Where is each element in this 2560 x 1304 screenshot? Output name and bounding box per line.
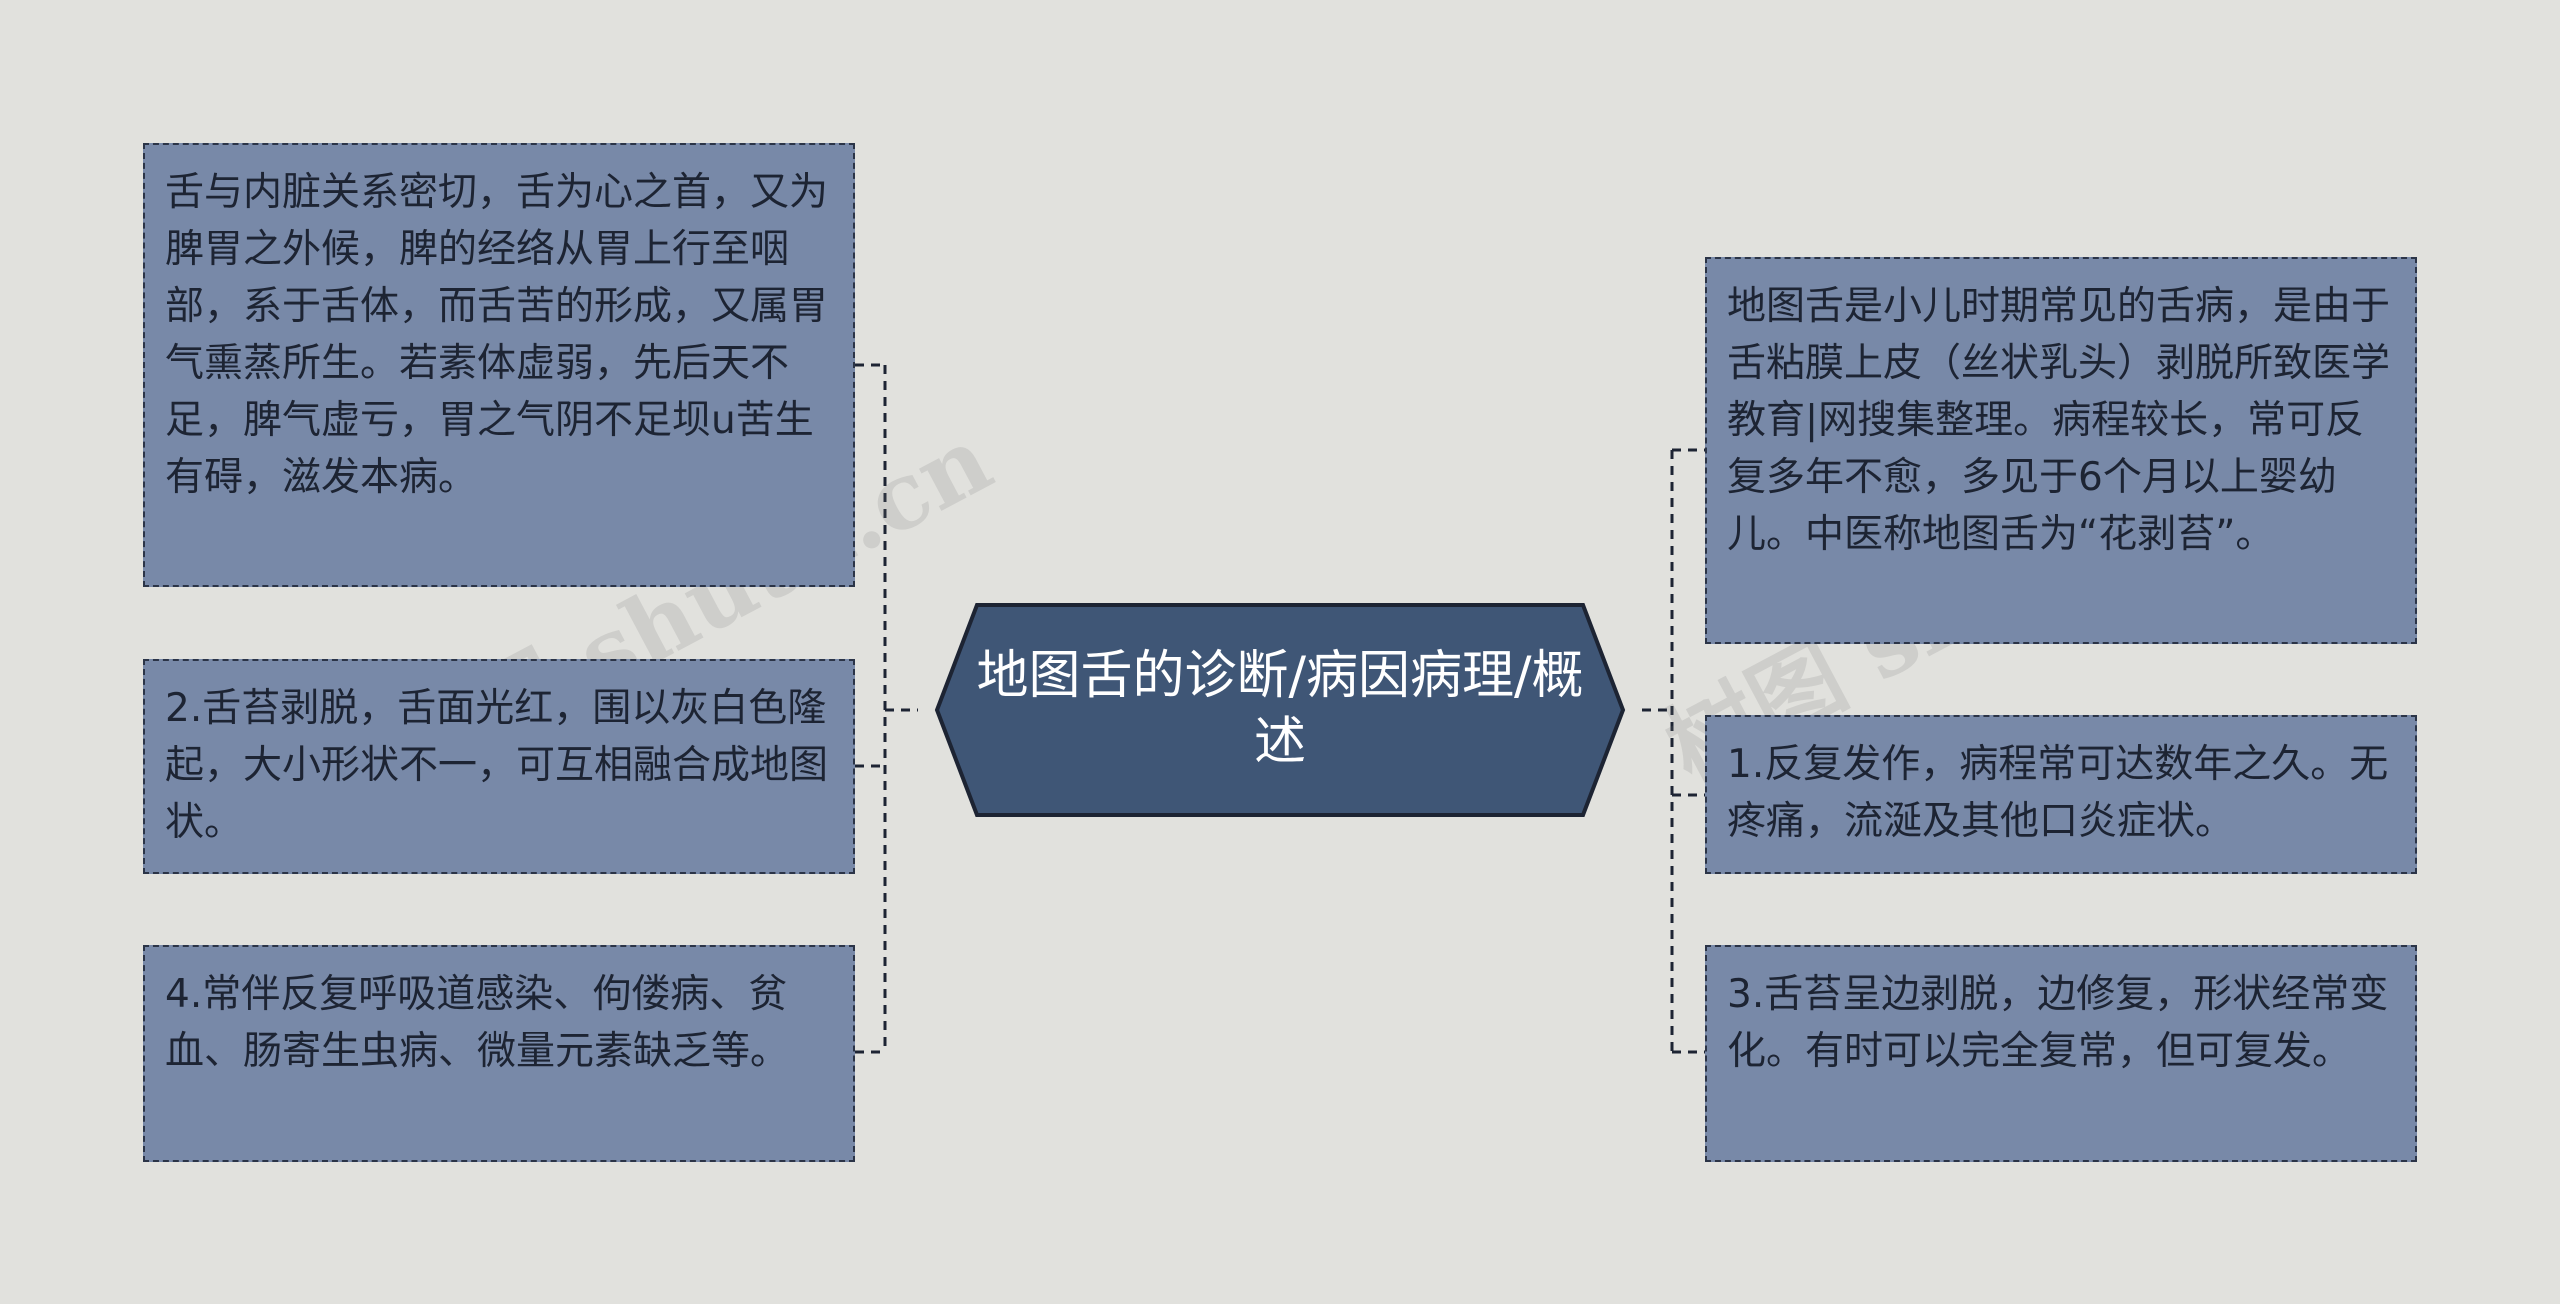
left-node-2[interactable]: 2.舌苔剥脱，舌面光红，围以灰白色隆起，大小形状不一，可互相融合成地图状。	[143, 659, 855, 874]
left-node-1[interactable]: 舌与内脏关系密切，舌为心之首，又为脾胃之外候，脾的经络从胃上行至咽部，系于舌体，…	[143, 143, 855, 587]
left-node-3[interactable]: 4.常伴反复呼吸道感染、佝偻病、贫血、肠寄生虫病、微量元素缺乏等。	[143, 945, 855, 1162]
center-topic[interactable]: 地图舌的诊断/病因病理/概述	[976, 646, 1584, 772]
center-topic-shape	[934, 603, 1626, 817]
right-node-1[interactable]: 地图舌是小儿时期常见的舌病，是由于舌粘膜上皮（丝状乳头）剥脱所致医学教育|网搜集…	[1705, 257, 2417, 644]
right-node-2[interactable]: 1.反复发作，病程常可达数年之久。无疼痛，流涎及其他口炎症状。	[1705, 715, 2417, 874]
right-node-3[interactable]: 3.舌苔呈边剥脱，边修复，形状经常变化。有时可以完全复常，但可复发。	[1705, 945, 2417, 1162]
